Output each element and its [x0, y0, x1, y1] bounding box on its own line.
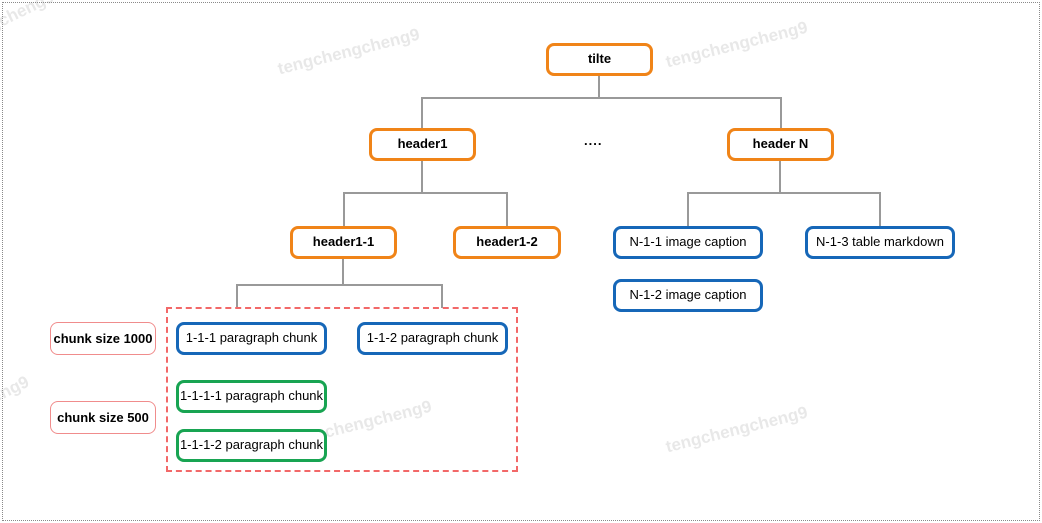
- node-chunk-1-1-2: 1-1-2 paragraph chunk: [357, 322, 508, 355]
- connector-to-chunk-1-1-2: [441, 284, 443, 308]
- connector-title-down: [598, 76, 600, 98]
- watermark-text: tengchengcheng9: [0, 0, 58, 68]
- watermark-text: tengchengcheng9: [0, 372, 33, 453]
- node-header1-2: header1-2: [453, 226, 561, 259]
- connector-to-header1-2: [506, 192, 508, 226]
- node-n-1-3-table-markdown: N-1-3 table markdown: [805, 226, 955, 259]
- chunk-region-dashed-box: [166, 307, 518, 472]
- label-chunk-size-500: chunk size 500: [50, 401, 156, 434]
- watermark-text: tengchengcheng9: [275, 24, 422, 79]
- watermark-text: tengchengcheng9: [663, 17, 810, 72]
- node-title: tilte: [546, 43, 653, 76]
- node-chunk-1-1-1-1: 1-1-1-1 paragraph chunk: [176, 380, 327, 413]
- connector-header1-down: [421, 161, 423, 193]
- connector-header-n-horizontal: [687, 192, 881, 194]
- node-n-1-2-image-caption: N-1-2 image caption: [613, 279, 763, 312]
- connector-to-chunk-1-1-1: [236, 284, 238, 308]
- connector-header1-1-down: [342, 259, 344, 286]
- node-header-n: header N: [727, 128, 834, 161]
- connector-title-horizontal: [421, 97, 781, 99]
- node-chunk-1-1-1: 1-1-1 paragraph chunk: [176, 322, 327, 355]
- node-header1-1: header1-1: [290, 226, 397, 259]
- connector-to-header1: [421, 97, 423, 128]
- node-chunk-1-1-1-2: 1-1-1-2 paragraph chunk: [176, 429, 327, 462]
- connector-to-header-n: [780, 97, 782, 128]
- node-n-1-1-image-caption: N-1-1 image caption: [613, 226, 763, 259]
- node-header1: header1: [369, 128, 476, 161]
- connector-to-header1-1: [343, 192, 345, 226]
- connector-to-n-1-3: [879, 192, 881, 226]
- ellipsis-between-headers: ....: [584, 133, 603, 148]
- connector-header1-horizontal: [343, 192, 508, 194]
- connector-chunks-horizontal: [236, 284, 443, 286]
- connector-to-n-1-1: [687, 192, 689, 226]
- label-chunk-size-1000: chunk size 1000: [50, 322, 156, 355]
- watermark-text: tengchengcheng9: [663, 402, 810, 457]
- connector-header-n-down: [779, 161, 781, 193]
